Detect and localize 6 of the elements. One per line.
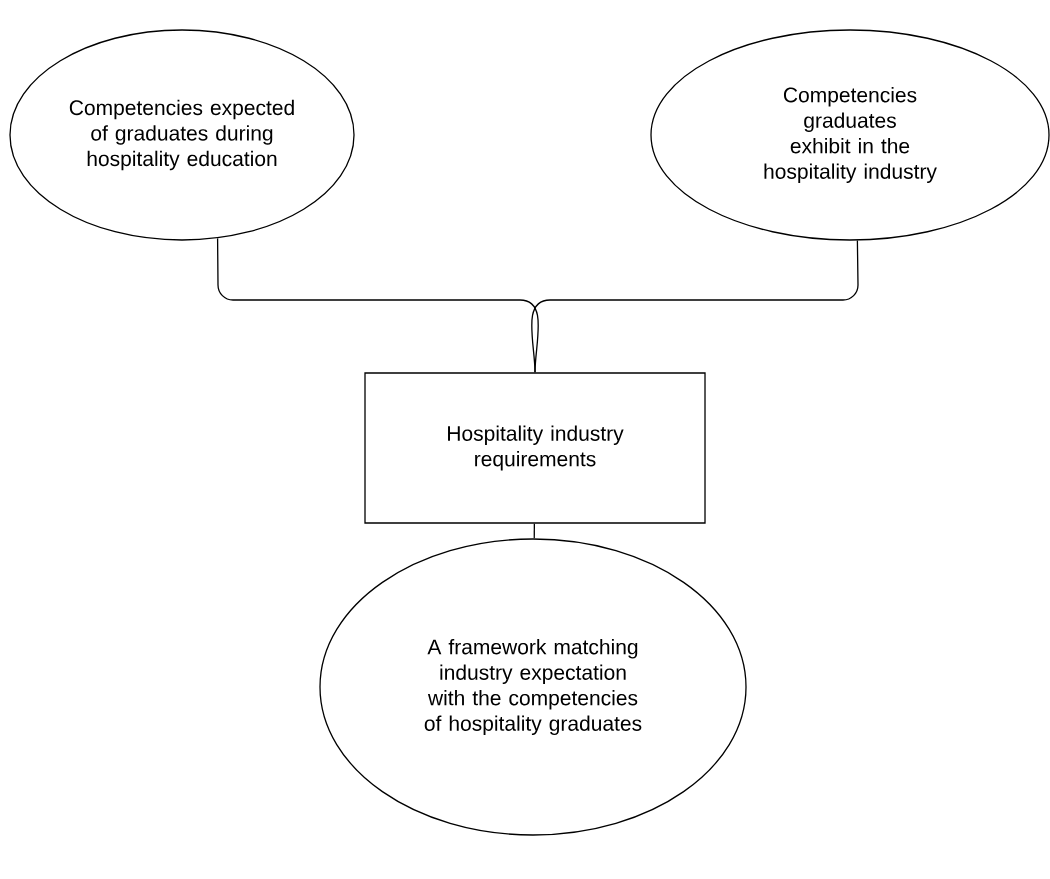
ellipse-node: Competencies expected of graduates during hospitality education <box>9 29 355 241</box>
connector-line <box>531 239 859 373</box>
process-box: Hospitality industry requirements <box>364 372 706 524</box>
ellipse-node: A framework matching industry expectation with the competencies of hospitality graduates <box>319 538 747 836</box>
connector-line <box>533 523 535 539</box>
ellipse-node: Competencies graduates exhibit in the hospitality industry <box>650 29 1050 241</box>
